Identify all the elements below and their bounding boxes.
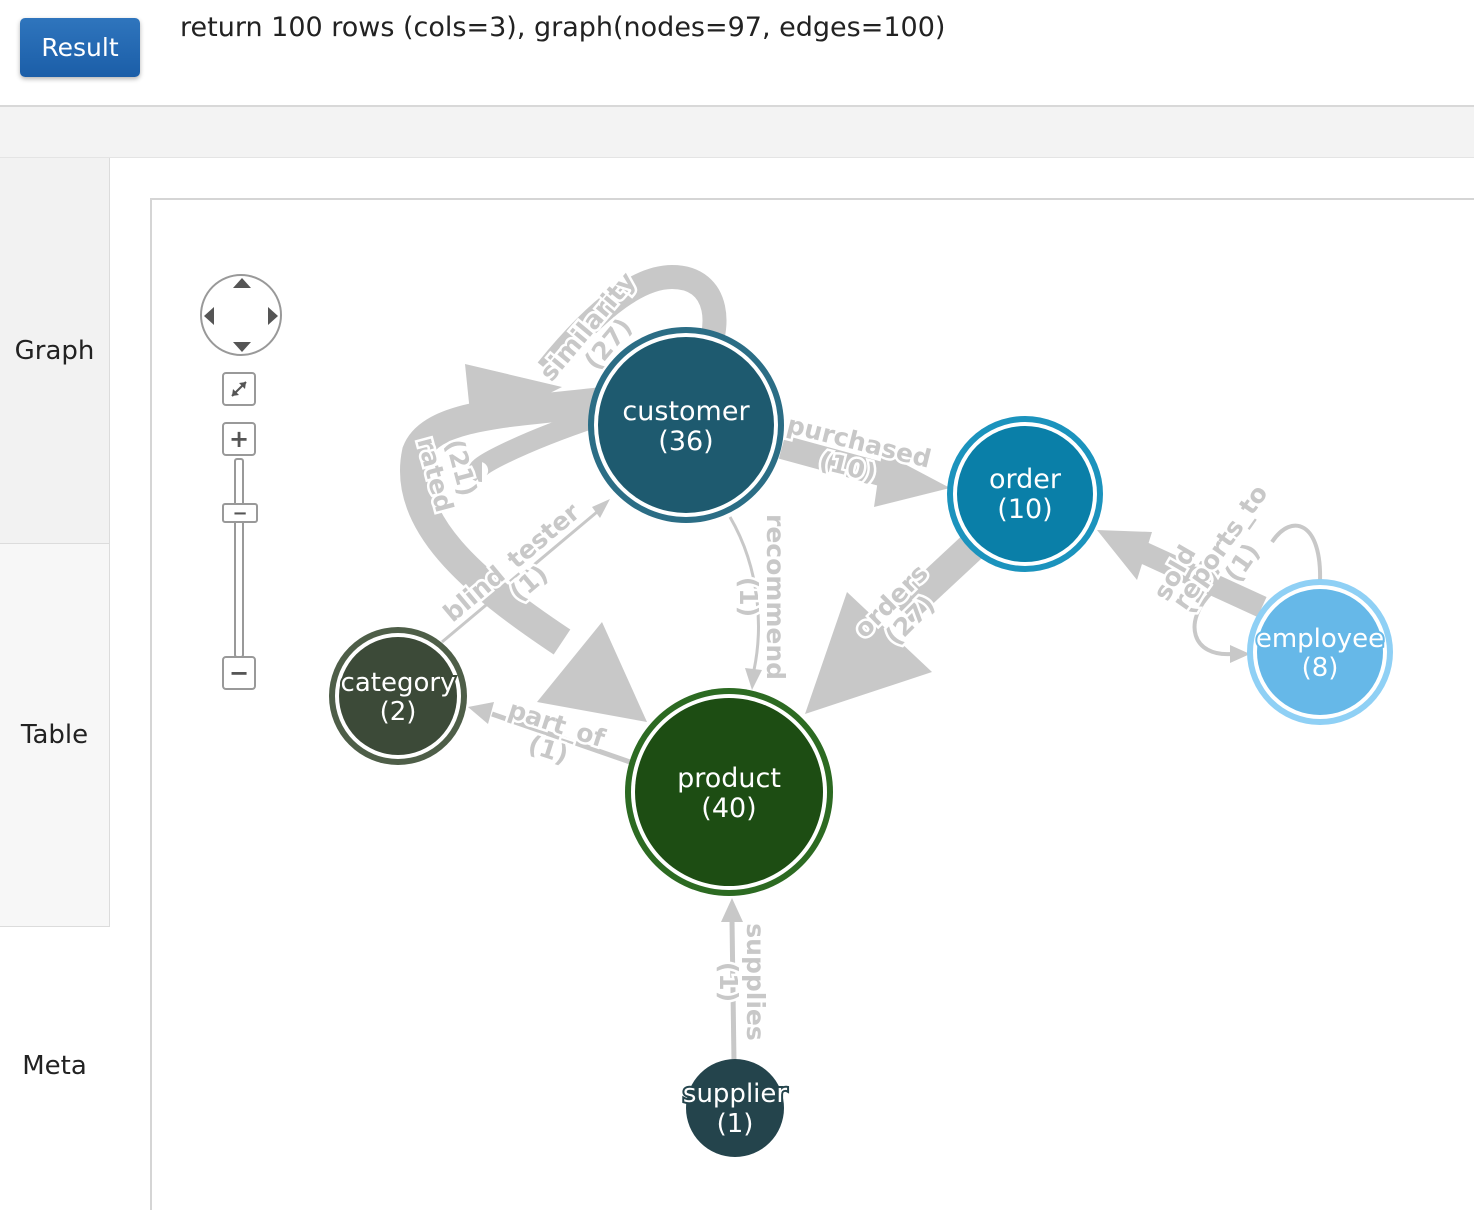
zoom-slider-track[interactable]	[234, 458, 244, 658]
node-employee-name: employee	[1256, 624, 1384, 654]
node-supplier-name: supplier	[683, 1079, 787, 1109]
node-order-count: (10)	[997, 494, 1052, 525]
edge-label-recommend: recommend(1)	[734, 514, 790, 680]
node-order[interactable]: order (10)	[947, 416, 1103, 572]
node-customer[interactable]: customer (36)	[588, 327, 784, 523]
edge-recommend[interactable]	[728, 516, 762, 690]
node-category[interactable]: category (2)	[329, 627, 467, 765]
tab-meta-label: Meta	[22, 1050, 87, 1081]
node-product-count: (40)	[701, 793, 756, 824]
tab-graph[interactable]: Graph	[0, 158, 110, 544]
graph-svg[interactable]: similarity(27) rated(21) purchased(10) b…	[152, 200, 1474, 1210]
edge-label-supplies: supplies(1)	[714, 923, 770, 1040]
edge-orders[interactable]	[805, 534, 985, 714]
node-order-name: order	[989, 464, 1062, 495]
query-summary: return 100 rows (cols=3), graph(nodes=97…	[180, 12, 946, 43]
tab-graph-label: Graph	[14, 335, 95, 366]
edge-supplies[interactable]	[721, 898, 743, 1063]
tab-table[interactable]: Table	[0, 544, 110, 927]
edge-sold[interactable]	[1097, 530, 1267, 617]
node-supplier[interactable]: supplier (1)	[681, 1059, 789, 1157]
edge-purchased[interactable]	[778, 435, 950, 507]
fit-button[interactable]	[222, 372, 256, 406]
node-product[interactable]: product (40)	[625, 688, 833, 896]
pan-control[interactable]	[200, 274, 282, 356]
node-customer-name: customer	[622, 396, 750, 427]
toolbar-strip	[0, 107, 1474, 158]
node-customer-count: (36)	[658, 426, 713, 457]
node-employee-count: (8)	[1302, 653, 1339, 683]
pan-left-icon[interactable]	[204, 307, 214, 325]
tab-meta[interactable]: Meta	[0, 927, 109, 1204]
plus-icon: +	[228, 425, 250, 453]
result-button[interactable]: Result	[20, 18, 140, 77]
pan-up-icon[interactable]	[233, 278, 251, 288]
zoom-out-button[interactable]: −	[222, 656, 256, 690]
graph-canvas[interactable]: similarity(27) rated(21) purchased(10) b…	[150, 198, 1474, 1210]
top-bar: Result return 100 rows (cols=3), graph(n…	[0, 0, 1474, 107]
node-supplier-count: (1)	[717, 1109, 754, 1139]
zoom-slider-handle[interactable]: −	[222, 502, 258, 524]
node-employee[interactable]: employee (8)	[1247, 579, 1393, 725]
pan-right-icon[interactable]	[268, 307, 278, 325]
minus-icon: −	[232, 502, 248, 524]
edge-reports-to[interactable]	[1192, 523, 1323, 663]
zoom-in-button[interactable]: +	[222, 422, 256, 456]
tab-table-label: Table	[20, 720, 89, 750]
pan-down-icon[interactable]	[233, 342, 251, 352]
minus-icon: −	[228, 659, 250, 687]
edge-blind-tester[interactable]	[441, 499, 610, 644]
edge-part-of[interactable]	[468, 702, 631, 765]
node-category-count: (2)	[380, 697, 417, 727]
node-product-name: product	[677, 763, 781, 794]
edge-rated[interactable]	[400, 387, 647, 722]
expand-icon	[231, 381, 247, 397]
node-category-name: category	[341, 668, 456, 698]
